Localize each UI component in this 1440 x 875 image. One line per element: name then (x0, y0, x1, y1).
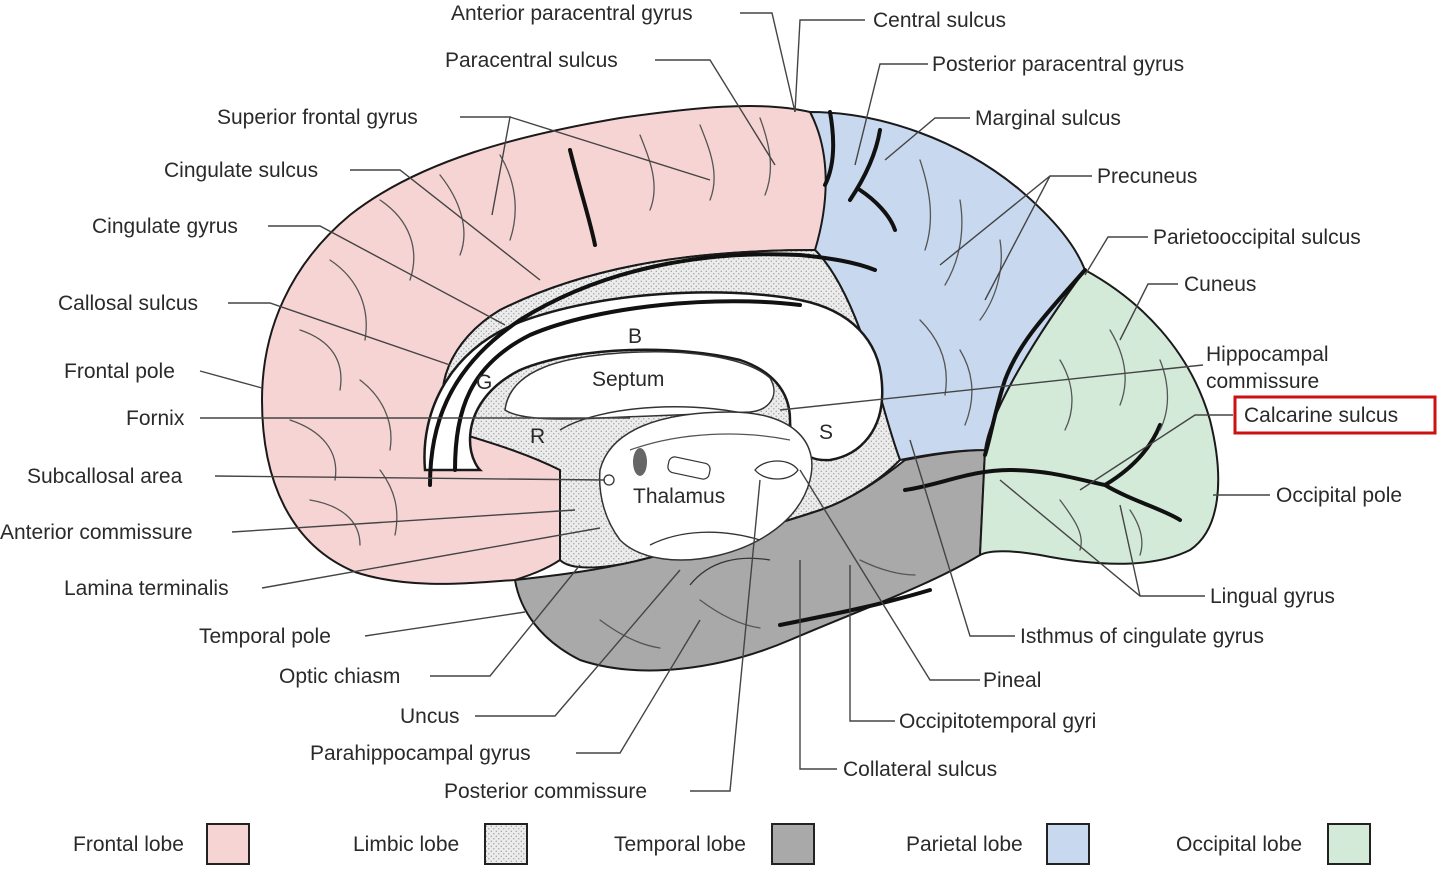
cingulate-sulcus-marginal-ramus (568, 148, 597, 247)
label-cingulate-sulcus: Cingulate sulcus (164, 159, 318, 182)
label-parahippocampal-gyrus: Parahippocampal gyrus (310, 742, 531, 765)
legend-label-limbic: Limbic lobe (353, 833, 459, 856)
anterior-commissure-dot (603, 474, 615, 486)
callosal-sulcus-line (453, 299, 802, 472)
legend-label-occipital: Occipital lobe (1176, 833, 1302, 856)
label-hippocampal-commissure-line2: commissure (1206, 370, 1319, 393)
outer-labels: Anterior paracentral gyrus Paracentral s… (0, 2, 1437, 803)
label-posterior-paracentral-gyrus: Posterior paracentral gyrus (932, 53, 1184, 76)
legend-swatch-frontal (206, 823, 250, 865)
calcarine-sulcus-highlight-box (1233, 395, 1437, 435)
cingulate-sulcus-line (428, 252, 877, 487)
leader-lines (199, 12, 1270, 792)
brain-hemisphere (260, 104, 1220, 672)
legend-swatch-temporal (771, 823, 815, 865)
legend-item-temporal: Temporal lobe (614, 823, 815, 865)
inner-label-b: B (628, 325, 642, 348)
septum-region (504, 350, 775, 420)
label-paracentral-sulcus: Paracentral sulcus (445, 49, 618, 72)
label-cuneus: Cuneus (1184, 273, 1256, 296)
legend: Frontal lobe Limbic lobe Temporal lobe P… (73, 823, 1371, 865)
label-anterior-paracentral-gyrus: Anterior paracentral gyrus (451, 2, 693, 25)
legend-label-temporal: Temporal lobe (614, 833, 746, 856)
midbrain-outline (649, 531, 771, 586)
label-pineal: Pineal (983, 669, 1041, 692)
label-temporal-pole: Temporal pole (199, 625, 331, 648)
label-isthmus-of-cingulate-gyrus: Isthmus of cingulate gyrus (1020, 625, 1264, 648)
label-fornix: Fornix (126, 407, 185, 430)
posterior-commissure-mark (754, 460, 799, 480)
label-cingulate-gyrus: Cingulate gyrus (92, 215, 238, 238)
label-calcarine-sulcus: Calcarine sulcus (1244, 404, 1398, 427)
legend-swatch-limbic (484, 823, 528, 865)
gyral-lines (289, 117, 1169, 649)
label-central-sulcus: Central sulcus (873, 9, 1006, 32)
calcarine-sulcus-line (903, 423, 1182, 522)
legend-item-parietal: Parietal lobe (906, 823, 1090, 865)
inner-labels: B G Septum R S Thalamus (476, 325, 833, 508)
interthalamic-adhesion (667, 456, 711, 480)
label-collateral-sulcus: Collateral sulcus (843, 758, 997, 781)
inner-label-r: R (530, 425, 545, 448)
label-callosal-sulcus: Callosal sulcus (58, 292, 198, 315)
label-hippocampal-commissure-line1: Hippocampal (1206, 343, 1329, 366)
central-sulcus-line (823, 110, 836, 187)
inner-label-s: S (819, 421, 833, 444)
label-marginal-sulcus: Marginal sulcus (975, 107, 1121, 130)
corpus-callosum (423, 291, 884, 472)
legend-item-limbic: Limbic lobe (353, 823, 528, 865)
legend-label-frontal: Frontal lobe (73, 833, 184, 856)
label-lingual-gyrus: Lingual gyrus (1210, 585, 1335, 608)
inner-label-g: G (476, 371, 492, 394)
label-optic-chiasm: Optic chiasm (279, 665, 400, 688)
label-occipital-pole: Occipital pole (1276, 484, 1402, 507)
marginal-sulcus-line (848, 128, 897, 232)
label-anterior-commissure: Anterior commissure (0, 521, 193, 544)
inner-label-septum: Septum (592, 368, 664, 391)
parietooccipital-sulcus-line (983, 268, 1087, 457)
label-subcallosal-area: Subcallosal area (27, 465, 183, 488)
legend-swatch-occipital (1327, 823, 1371, 865)
collateral-sulcus-line (778, 588, 932, 627)
label-superior-frontal-gyrus: Superior frontal gyrus (217, 106, 418, 129)
legend-item-occipital: Occipital lobe (1176, 823, 1371, 865)
inner-label-thalamus: Thalamus (633, 485, 725, 508)
label-lamina-terminalis: Lamina terminalis (64, 577, 229, 600)
legend-swatch-parietal (1046, 823, 1090, 865)
hypothalamic-sulcus (629, 433, 791, 451)
label-frontal-pole: Frontal pole (64, 360, 175, 383)
pineal-body (633, 448, 647, 476)
legend-item-frontal: Frontal lobe (73, 823, 250, 865)
label-parietooccipital-sulcus: Parietooccipital sulcus (1153, 226, 1361, 249)
label-uncus: Uncus (400, 705, 460, 728)
thalamus-region (598, 411, 813, 561)
legend-label-parietal: Parietal lobe (906, 833, 1023, 856)
label-posterior-commissure: Posterior commissure (444, 780, 647, 803)
label-precuneus: Precuneus (1097, 165, 1197, 188)
label-occipitotemporal-gyri: Occipitotemporal gyri (899, 710, 1096, 733)
